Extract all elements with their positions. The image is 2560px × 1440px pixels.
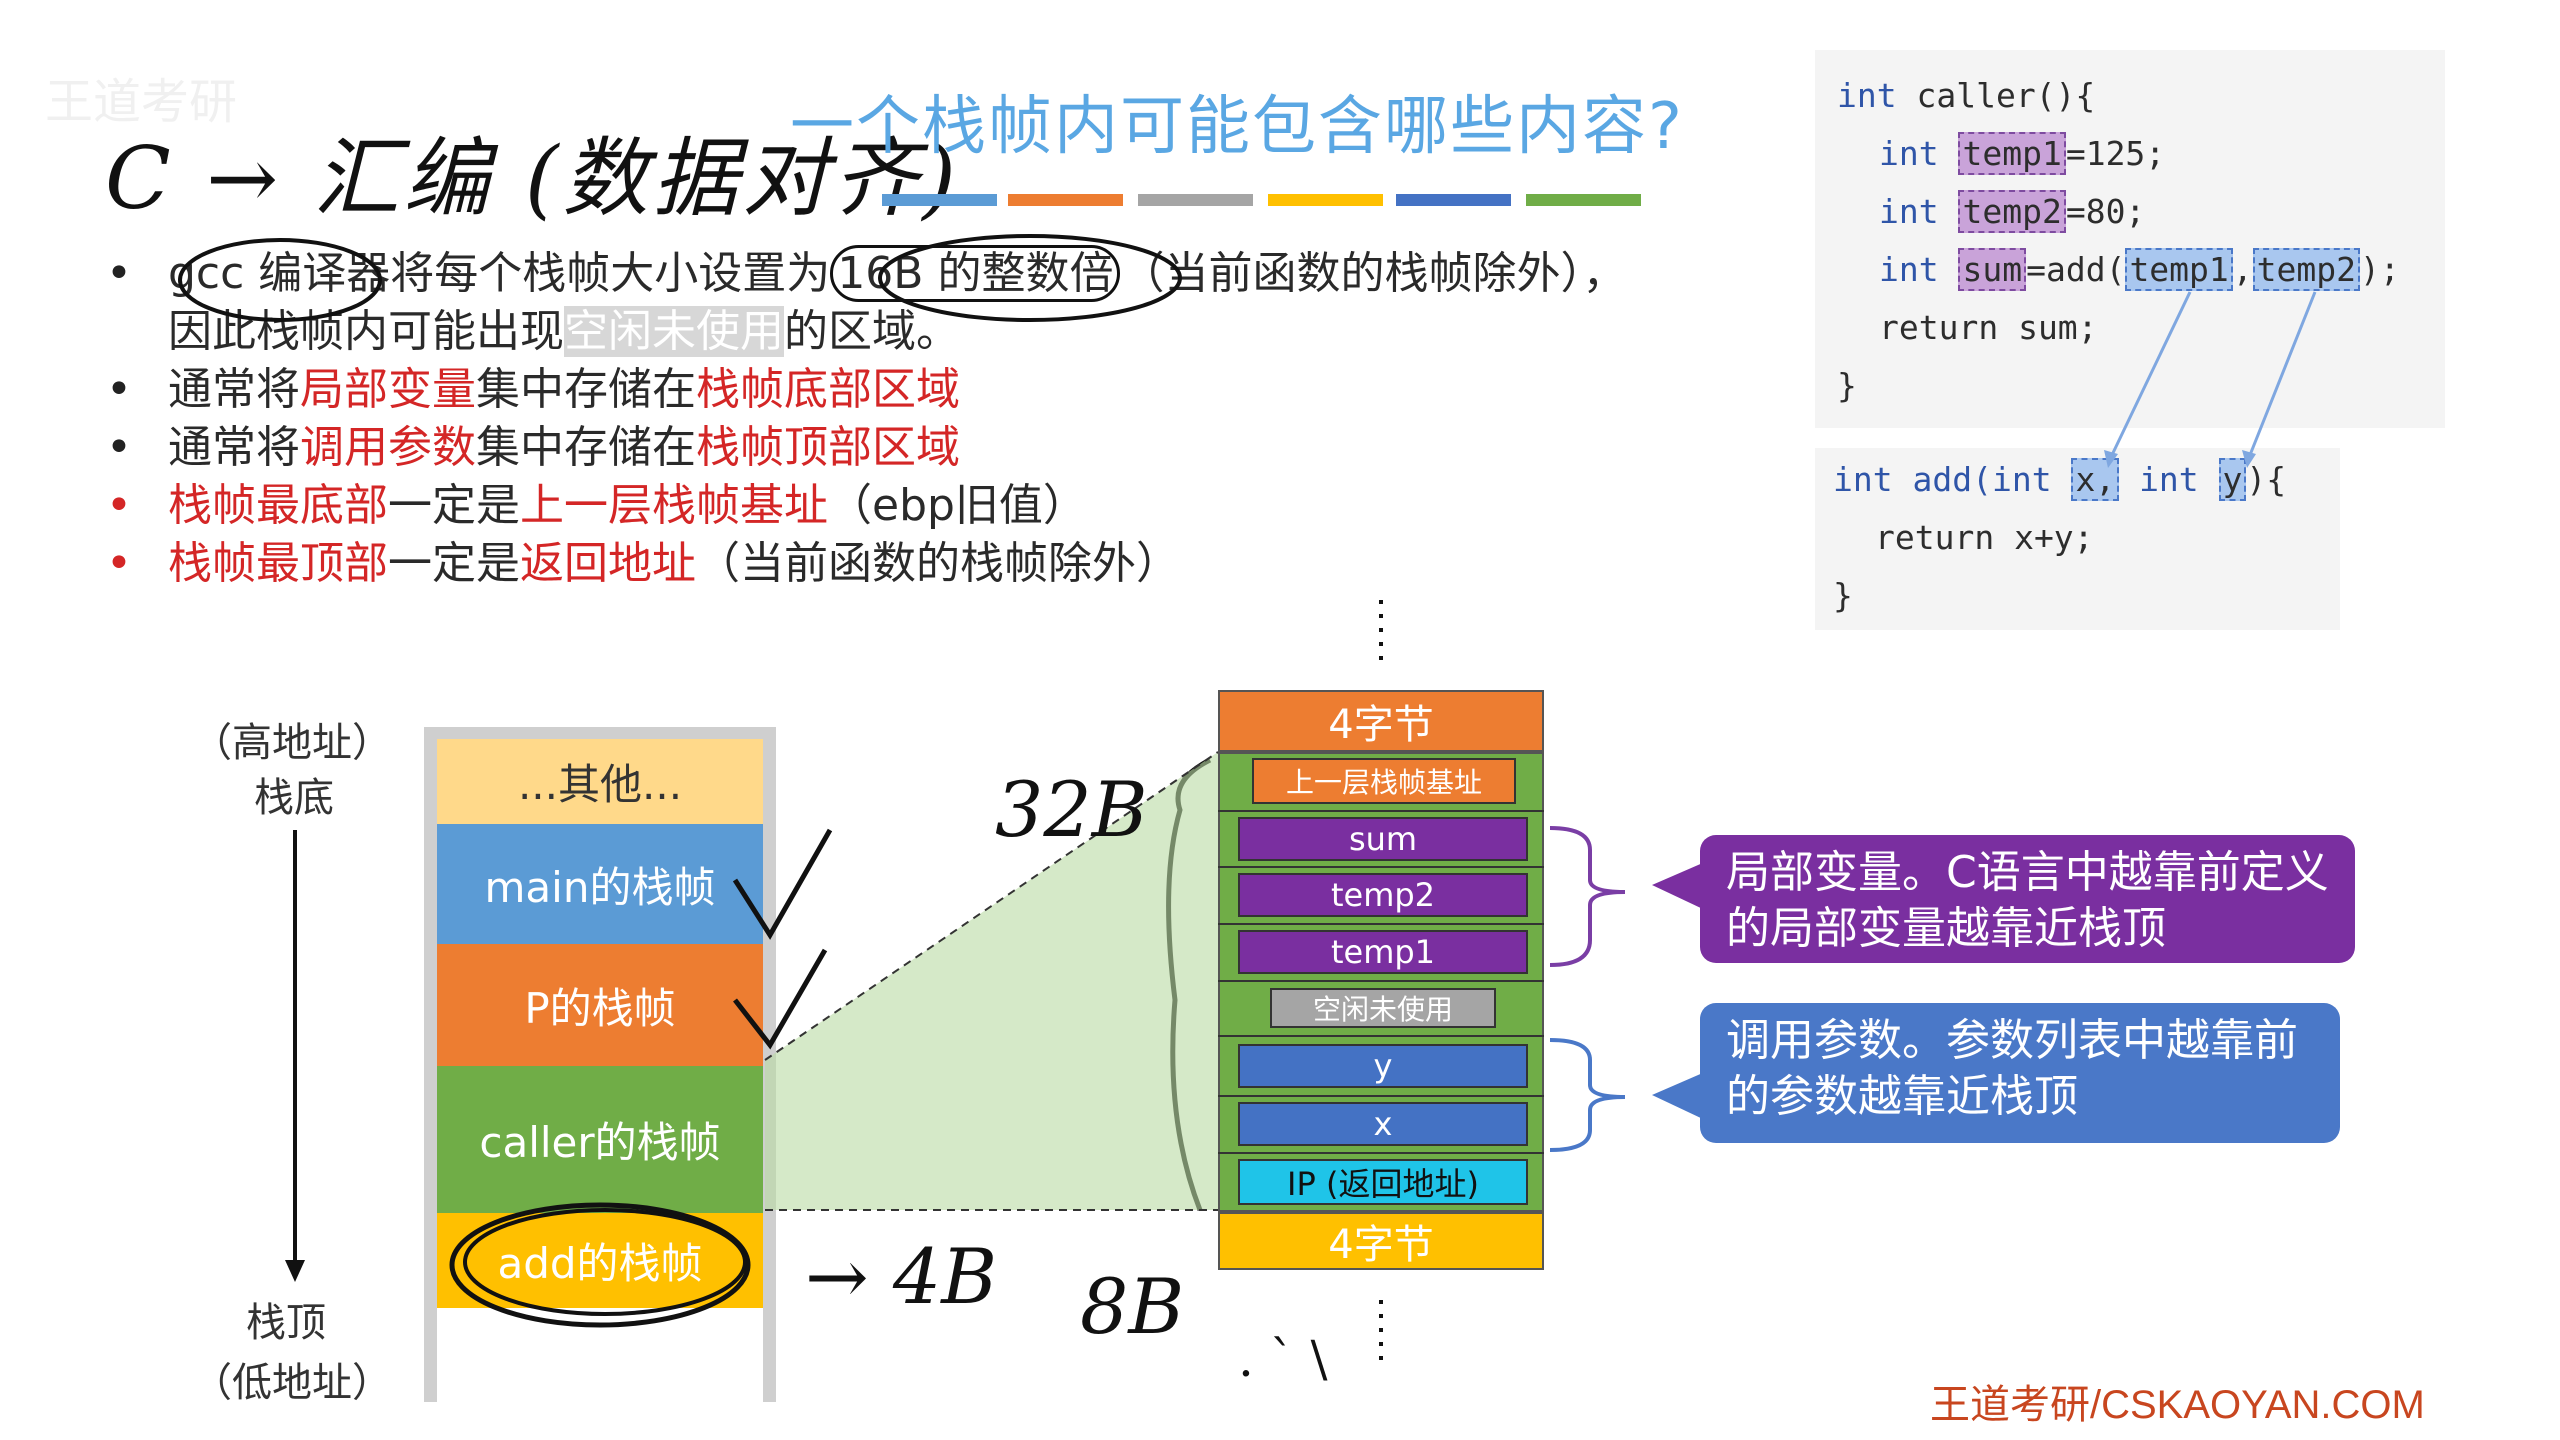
handwritten-dots: . ` \ — [1238, 1330, 1328, 1388]
slot-temp2: temp2 — [1238, 873, 1528, 917]
code-panel-add: int add(int x, int y){ return x+y; } — [1815, 448, 2340, 630]
idle-area-highlight: 空闲未使用 — [564, 306, 784, 357]
footer-brand: 王道考研/CSKAOYAN.COM — [1930, 1383, 2425, 1427]
watermark: 王道考研 — [45, 74, 238, 130]
var-temp2-highlight: temp2 — [1958, 190, 2066, 233]
stack-wall-left — [424, 727, 437, 1402]
stack-block-main: main的栈帧 — [437, 824, 763, 944]
stack-wall-top — [424, 727, 776, 739]
title-bar-gold — [1268, 194, 1383, 206]
code-line: } — [1833, 576, 1853, 615]
callout-call-parameters: 调用参数。参数列表中越靠前的参数越靠近栈顶 — [1700, 1003, 2340, 1143]
title-bar-blue — [882, 194, 997, 206]
slide-title: 一个栈帧内可能包含哪些内容? — [790, 90, 1684, 164]
code-line: int add(int x, int y){ — [1833, 458, 2287, 501]
slot-old-ebp: 上一层栈帧基址 — [1252, 758, 1516, 804]
frame-divider — [1218, 1152, 1544, 1154]
stack-block-p: P的栈帧 — [437, 944, 763, 1066]
handwritten-heading: C → 汇编 (数据对齐) — [105, 129, 960, 229]
bullet-3: 通常将调用参数集中存储在栈帧顶部区域 — [100, 419, 1750, 477]
callout-local-variables: 局部变量。C语言中越靠前定义的局部变量越靠近栈顶 — [1700, 835, 2355, 963]
slot-y: y — [1238, 1044, 1528, 1088]
var-sum-highlight: sum — [1958, 248, 2027, 291]
code-line: int temp2=80; — [1879, 190, 2146, 233]
stack-block-other: ...其他... — [437, 739, 763, 824]
frame-divider — [1218, 1095, 1544, 1097]
arg-temp1-highlight: temp1 — [2125, 248, 2233, 291]
code-panel-caller: int caller(){ int temp1=125; int temp2=8… — [1815, 50, 2445, 428]
title-bar-green — [1526, 194, 1641, 206]
growth-arrow-icon — [285, 830, 305, 1282]
var-temp1-highlight: temp1 — [1958, 132, 2066, 175]
code-line: } — [1837, 366, 1857, 405]
frame-divider — [1218, 980, 1544, 982]
code-line: int temp1=125; — [1879, 132, 2166, 175]
title-bar-gray — [1138, 194, 1253, 206]
code-line: return x+y; — [1875, 518, 2094, 557]
arg-temp2-highlight: temp2 — [2252, 248, 2360, 291]
slot-x: x — [1238, 1102, 1528, 1146]
code-line: return sum; — [1879, 308, 2098, 347]
stack-block-caller: caller的栈帧 — [437, 1066, 763, 1213]
code-line: int caller(){ — [1837, 76, 2096, 115]
low-address-label: （低地址） — [192, 1360, 392, 1406]
frame-bottom-cap: 4字节 — [1218, 1212, 1544, 1270]
stack-bottom-label: 栈底 — [254, 775, 334, 821]
bullet-4: 栈帧最底部一定是上一层栈帧基址（ebp旧值） — [100, 477, 1750, 535]
bullet-2: 通常将局部变量集中存储在栈帧底部区域 — [100, 361, 1750, 419]
code-line: int sum=add(temp1,temp2); — [1879, 248, 2400, 291]
handwritten-8b: 8B — [1080, 1262, 1185, 1351]
param-y-highlight: y — [2218, 458, 2247, 501]
high-address-label: （高地址） — [192, 720, 392, 766]
stack-top-label: 栈顶 — [246, 1300, 326, 1346]
handwritten-32b: 32B — [995, 765, 1148, 854]
frame-top-cap: 4字节 — [1218, 690, 1544, 752]
frame-divider — [1218, 923, 1544, 925]
bullet-5: 栈帧最顶部一定是返回地址（当前函数的栈帧除外） — [100, 535, 1750, 593]
slot-sum: sum — [1238, 817, 1528, 861]
circled-16b: 16B 的整数倍 — [830, 245, 1121, 302]
frame-divider — [1218, 866, 1544, 868]
slot-unused: 空闲未使用 — [1270, 988, 1496, 1028]
title-bar-darkblue — [1396, 194, 1511, 206]
frame-divider — [1218, 1035, 1544, 1037]
frame-divider — [1218, 810, 1544, 812]
slot-temp1: temp1 — [1238, 930, 1528, 974]
title-bar-orange — [1008, 194, 1123, 206]
handwritten-4b: → 4B — [805, 1232, 998, 1321]
slot-return-address: IP (返回地址) — [1238, 1159, 1528, 1205]
